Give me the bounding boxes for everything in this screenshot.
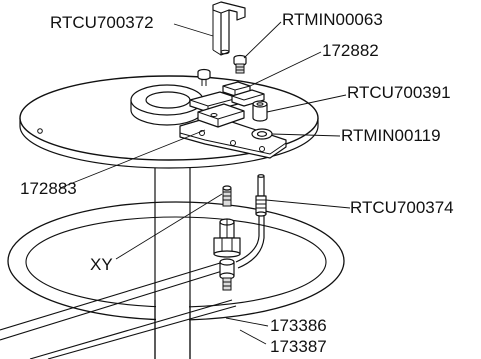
- standoff-rtcu700391: [252, 100, 268, 122]
- center-post-front: [154, 300, 191, 359]
- leader-rtcu700372: [173, 23, 214, 37]
- leader-lines: [59, 21, 351, 345]
- leader-172883: [59, 129, 206, 189]
- callout-rtcu700391: RTCU700391: [347, 83, 451, 102]
- callout-labels: RTCU700372 RTMIN00063 172882 RTCU700391 …: [20, 10, 454, 356]
- callout-rtcu700372: RTCU700372: [50, 13, 154, 32]
- cable-173386-173387: [0, 259, 237, 359]
- callout-173386: 173386: [270, 316, 327, 335]
- leader-rtcu700374: [265, 199, 351, 209]
- washer-rtmin00119: [251, 128, 273, 140]
- callout-rtcu700374: RTCU700374: [350, 198, 454, 217]
- leader-rtcu700391: [266, 94, 347, 113]
- callout-172883: 172883: [20, 179, 77, 198]
- leader-173386: [225, 317, 269, 327]
- leader-172882: [249, 51, 322, 87]
- leader-rtmin00119: [271, 133, 341, 137]
- probe-rtcu700374: [235, 174, 267, 269]
- screw-left: [197, 68, 211, 86]
- callout-172882: 172882: [322, 41, 379, 60]
- screw-rtmin00063: [233, 54, 247, 74]
- bracket-plate-172883: [179, 115, 287, 159]
- block-stack-172882: [189, 81, 265, 128]
- lower-ring: [7, 201, 345, 321]
- callout-rtmin00119: RTMIN00119: [341, 126, 441, 145]
- leader-173387: [239, 329, 267, 345]
- leader-xy: [115, 193, 223, 260]
- callout-xy: XY: [90, 255, 113, 274]
- fitting-xy: [213, 185, 241, 291]
- leader-rtmin00063: [243, 21, 282, 59]
- l-bracket-rtcu700372: [212, 1, 246, 56]
- callout-rtmin00063: RTMIN00063: [282, 10, 383, 29]
- callout-173387: 173387: [270, 337, 327, 356]
